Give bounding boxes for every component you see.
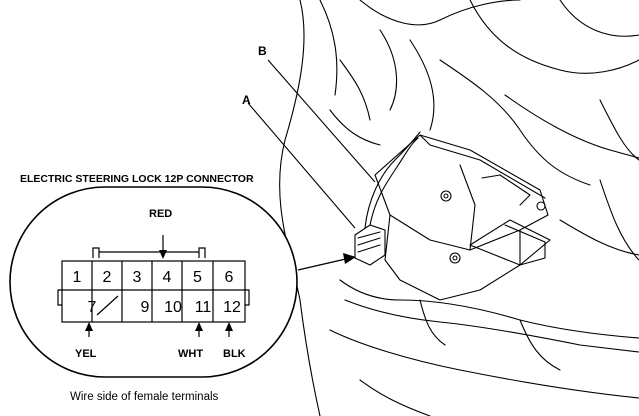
pin-6-label: 6 [225,269,234,286]
pin-11-label: 11 [195,299,212,316]
connector-title: ELECTRIC STEERING LOCK 12P CONNECTOR [20,173,254,185]
wire-label-red: RED [149,208,173,220]
wire-label-yel: YEL [75,348,97,360]
pin-2-label: 2 [103,269,112,286]
connector-caption: Wire side of female terminals [70,391,219,403]
connector-detail-oval [9,186,298,378]
pin-4-label: 4 [163,269,172,286]
pin-12-label: 12 [223,299,241,316]
callout-a: A [242,93,251,107]
wire-label-blk: BLK [223,348,246,360]
callout-b: B [258,44,267,58]
pin-3-label: 3 [133,269,142,286]
pin-7-label: 7 [88,299,97,316]
pin-9-label: 9 [141,299,150,316]
wire-label-wht: WHT [178,348,204,360]
pin-5-label: 5 [193,269,202,286]
pin-10-label: 10 [164,299,182,316]
pin-1-label: 1 [73,269,82,286]
